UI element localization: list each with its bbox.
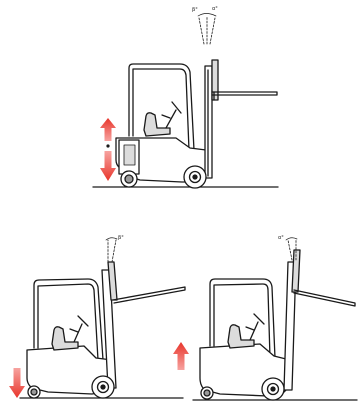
rear-wheel	[121, 171, 137, 187]
front-wheel	[92, 376, 114, 398]
angle-label-alpha: α°	[212, 6, 218, 12]
rear-wheel	[201, 387, 213, 399]
fork	[212, 92, 277, 95]
steering-column	[250, 314, 264, 340]
pivot-dot	[106, 144, 109, 147]
front-wheel	[184, 166, 206, 188]
angle-label-beta: β°	[118, 235, 124, 241]
steering-column	[74, 316, 88, 342]
bottom-right-forklift	[193, 238, 357, 400]
up-arrow-icon	[173, 342, 189, 370]
front-wheel	[262, 378, 284, 400]
angle-label-beta: β°	[192, 7, 198, 13]
down-arrow-icon	[9, 368, 25, 398]
top-forklift	[93, 14, 278, 189]
up-arrow-icon	[100, 118, 116, 141]
tilt-reference-lines	[199, 16, 215, 44]
fork	[294, 290, 355, 306]
bottom-left-forklift	[20, 238, 185, 398]
angle-label-alpha: α°	[278, 235, 284, 241]
overhead-guard	[129, 64, 194, 150]
down-arrow-icon	[100, 151, 116, 181]
steering-column	[166, 102, 181, 128]
rear-wheel	[28, 386, 40, 398]
fork	[113, 287, 185, 303]
tilt-reference-lines	[108, 240, 116, 262]
